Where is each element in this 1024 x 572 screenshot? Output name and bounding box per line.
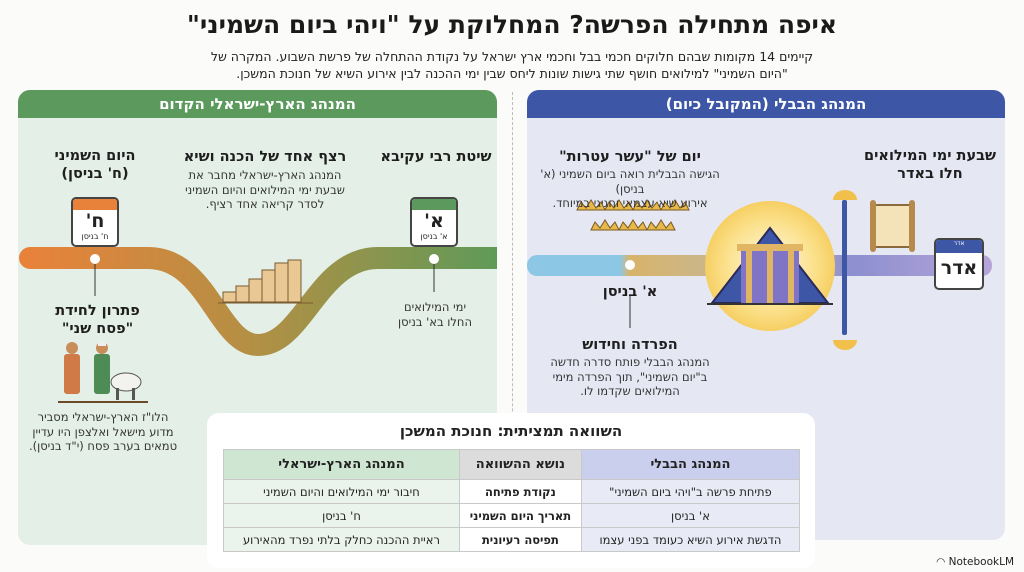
priests-and-lamb-illustration bbox=[58, 342, 148, 403]
torah-scroll-icon bbox=[870, 200, 915, 252]
notebooklm-brand: ◠ NotebookLM bbox=[936, 556, 1014, 568]
comparison-table: המנהג הבבלי נושא ההשוואה המנהג הארץ-ישרא… bbox=[223, 449, 801, 552]
akiva-title: שיטת רבי עקיבא bbox=[380, 149, 492, 165]
table-row: פתיחת פרשה ב"ויהי ביום השמיני"נקודת פתיח… bbox=[223, 479, 801, 504]
ten-crowns-title: יום של "עשר עטרות" bbox=[559, 149, 701, 165]
comparison-title: השוואה תמציתית: חנוכת המשכן bbox=[399, 422, 623, 440]
tabernacle-icon bbox=[707, 226, 833, 305]
timeline-dot bbox=[625, 260, 635, 270]
lamp-icon bbox=[833, 190, 857, 200]
calendar-icon-8-nisan: ח'ח' בניסן bbox=[71, 197, 119, 247]
timeline-dot bbox=[90, 254, 100, 264]
stairs-icon bbox=[218, 259, 313, 304]
separator-pole bbox=[842, 200, 847, 335]
column-header: המנהג הבבלי bbox=[580, 449, 801, 480]
timeline-dot bbox=[429, 254, 439, 264]
column-header: המנהג הארץ-ישראלי bbox=[223, 449, 460, 480]
column-header: נושא ההשוואה bbox=[458, 449, 582, 480]
separation-title: הפרדה וחידוש bbox=[582, 337, 678, 353]
divider bbox=[512, 92, 513, 562]
notebooklm-logo-icon: ◠ bbox=[936, 556, 949, 568]
eighth-day-title: היום השמיני(ח' בניסן) bbox=[54, 148, 136, 182]
subtitle: קיימים 14 מקומות שבהם חלוקים חכמי בבל וח… bbox=[150, 48, 874, 82]
nisan-label: א' בניסן bbox=[602, 284, 658, 300]
table-header-row: המנהג הבבלי נושא ההשוואה המנהג הארץ-ישרא… bbox=[223, 449, 801, 480]
crowns-icon bbox=[576, 199, 690, 231]
continuum-title: רצף אחד של הכנה ושיא bbox=[183, 149, 347, 165]
subtitle-line: "היום השמיני" למילואים חושף שתי גישות שו… bbox=[236, 66, 788, 81]
timeline-curve bbox=[19, 247, 497, 357]
panel-header: המנהג הבבלי (המקובל כיום) bbox=[527, 90, 1005, 118]
comparison-card: השוואה תמציתית: חנוכת המשכן המנהג הבבלי … bbox=[207, 413, 815, 568]
lamp-icon bbox=[833, 340, 857, 350]
calendar-icon-1-nisan: א'א' בניסן bbox=[410, 197, 458, 247]
subtitle-line: קיימים 14 מקומות שבהם חלוקים חכמי בבל וח… bbox=[210, 49, 814, 64]
ten-crowns-desc: הגישה הבבלית רואה ביום השמיני (א' בניסן)… bbox=[540, 167, 720, 210]
pesach-sheni-title: פתרון לחידת"פסח שני" bbox=[55, 303, 140, 337]
page-title: איפה מתחילה הפרשה? המחלוקת על "ויהי ביום… bbox=[186, 10, 838, 39]
babylonian-timeline bbox=[527, 190, 992, 350]
panel-header: המנהג הארץ-ישראלי הקדום bbox=[18, 90, 497, 118]
